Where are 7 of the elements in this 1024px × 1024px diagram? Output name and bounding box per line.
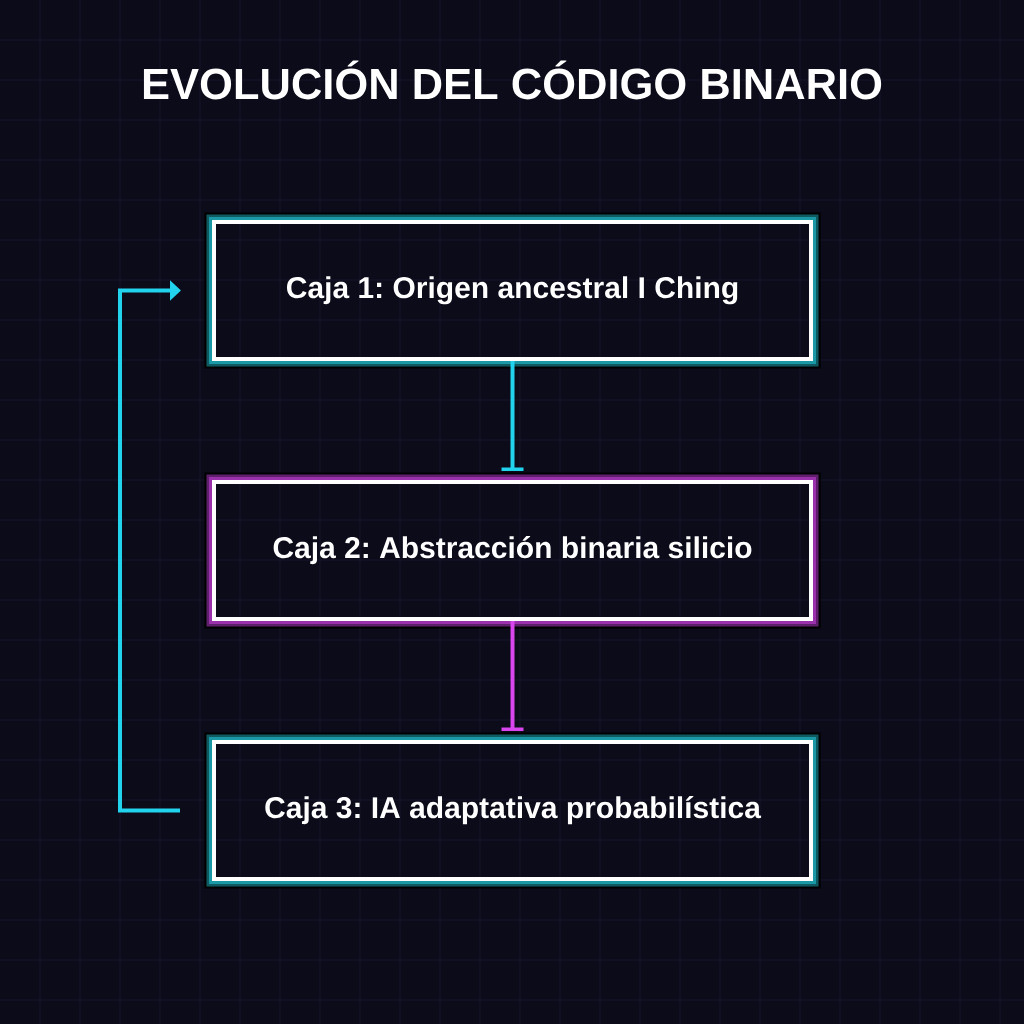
arrow	[501, 361, 524, 471]
title: EVOLUCIÓN DEL CÓDIGO BINARIO	[143, 60, 882, 100]
process-box: Caja 2: Abstracción binaria silicio	[204, 472, 821, 629]
arrow	[501, 621, 524, 731]
process-box: Caja 3: IA adaptativa probabilística	[204, 732, 821, 889]
arrow	[118, 280, 181, 813]
process-box: Caja 1: Origen ancestral I Ching	[204, 212, 821, 369]
